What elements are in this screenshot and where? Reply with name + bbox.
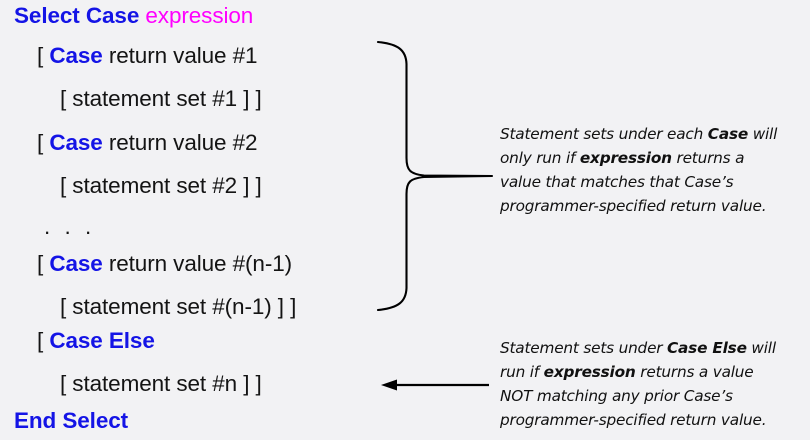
code-line-select-case: Select Case expression: [14, 3, 254, 28]
statement-set-2-text: [ statement set #2 ] ]: [60, 173, 262, 198]
else-note-l1-a: Statement sets under: [500, 339, 668, 357]
else-note-l2-b: returns a value: [635, 363, 754, 381]
code-line-case-2: [ Case return value #2: [37, 130, 258, 155]
open-bracket-4: [: [37, 328, 50, 353]
else-note-line-4: programmer-specified return value.: [500, 411, 767, 429]
case-note-line-2: only run if expression returns a: [500, 146, 810, 170]
case-note-annotation: Statement sets under each Case will only…: [500, 122, 810, 218]
keyword-case-else: Case Else: [49, 328, 155, 353]
else-note-l2-bold: expression: [543, 363, 636, 381]
code-line-case-n-minus-1: [ Case return value #(n-1): [37, 251, 293, 276]
code-line-statement-set-1: [ statement set #1 ] ]: [60, 86, 262, 111]
case-note-line-4: programmer-specified return value.: [500, 197, 767, 215]
else-note-line-3: NOT matching any prior Case’s: [500, 387, 733, 405]
statement-set-n-text: [ statement set #n ] ]: [60, 371, 262, 396]
keyword-select-case: Select Case: [14, 3, 140, 28]
code-line-statement-set-n: [ statement set #n ] ]: [60, 371, 262, 396]
code-line-statement-set-n-minus-1: [ statement set #(n-1) ] ]: [60, 294, 297, 319]
case-note-l2-bold: expression: [579, 149, 672, 167]
else-note-l2-a: run if: [500, 363, 544, 381]
case-note-l1-bold: Case: [707, 125, 749, 143]
case-note-l1-a: Statement sets under each: [500, 125, 708, 143]
case-else-arrow-head-icon: [381, 379, 397, 391]
case-note-line-1: Statement sets under each Case will: [500, 122, 810, 146]
open-bracket-1: [: [37, 43, 50, 68]
code-line-statement-set-2: [ statement set #2 ] ]: [60, 173, 262, 198]
code-line-case-else: [ Case Else: [37, 328, 155, 353]
case-2-value: return value #2: [102, 130, 258, 155]
else-note-l1-b: will: [746, 339, 776, 357]
case-note-line-3: value that matches that Case’s: [500, 173, 734, 191]
else-note-line-2: run if expression returns a value: [500, 360, 810, 384]
code-line-case-1: [ Case return value #1: [37, 43, 258, 68]
case-n-minus-1-value: return value #(n-1): [102, 251, 293, 276]
keyword-case-n-minus-1: Case: [49, 251, 103, 276]
else-note-line-1: Statement sets under Case Else will: [500, 336, 810, 360]
case-note-l2-a: only run if: [500, 149, 580, 167]
expression-token: expression: [145, 3, 254, 28]
keyword-case-2: Case: [49, 130, 103, 155]
case-else-note-annotation: Statement sets under Case Else will run …: [500, 336, 810, 432]
case-1-value: return value #1: [102, 43, 258, 68]
else-note-l1-bold: Case Else: [667, 339, 747, 357]
statement-set-1-text: [ statement set #1 ] ]: [60, 86, 262, 111]
open-bracket-2: [: [37, 130, 50, 155]
keyword-case-1: Case: [49, 43, 103, 68]
code-line-end-select: End Select: [14, 408, 129, 433]
open-bracket-3: [: [37, 251, 50, 276]
ellipsis-separator: . . .: [44, 214, 96, 239]
statement-set-n-minus-1-text: [ statement set #(n-1) ] ]: [60, 294, 297, 319]
case-note-l1-b: will: [748, 125, 778, 143]
syntax-code-block: Select Case expression [ Case return val…: [0, 0, 380, 440]
case-note-l2-b: returns a: [671, 149, 745, 167]
case-group-brace-icon: [376, 40, 494, 312]
keyword-end-select: End Select: [14, 408, 129, 433]
